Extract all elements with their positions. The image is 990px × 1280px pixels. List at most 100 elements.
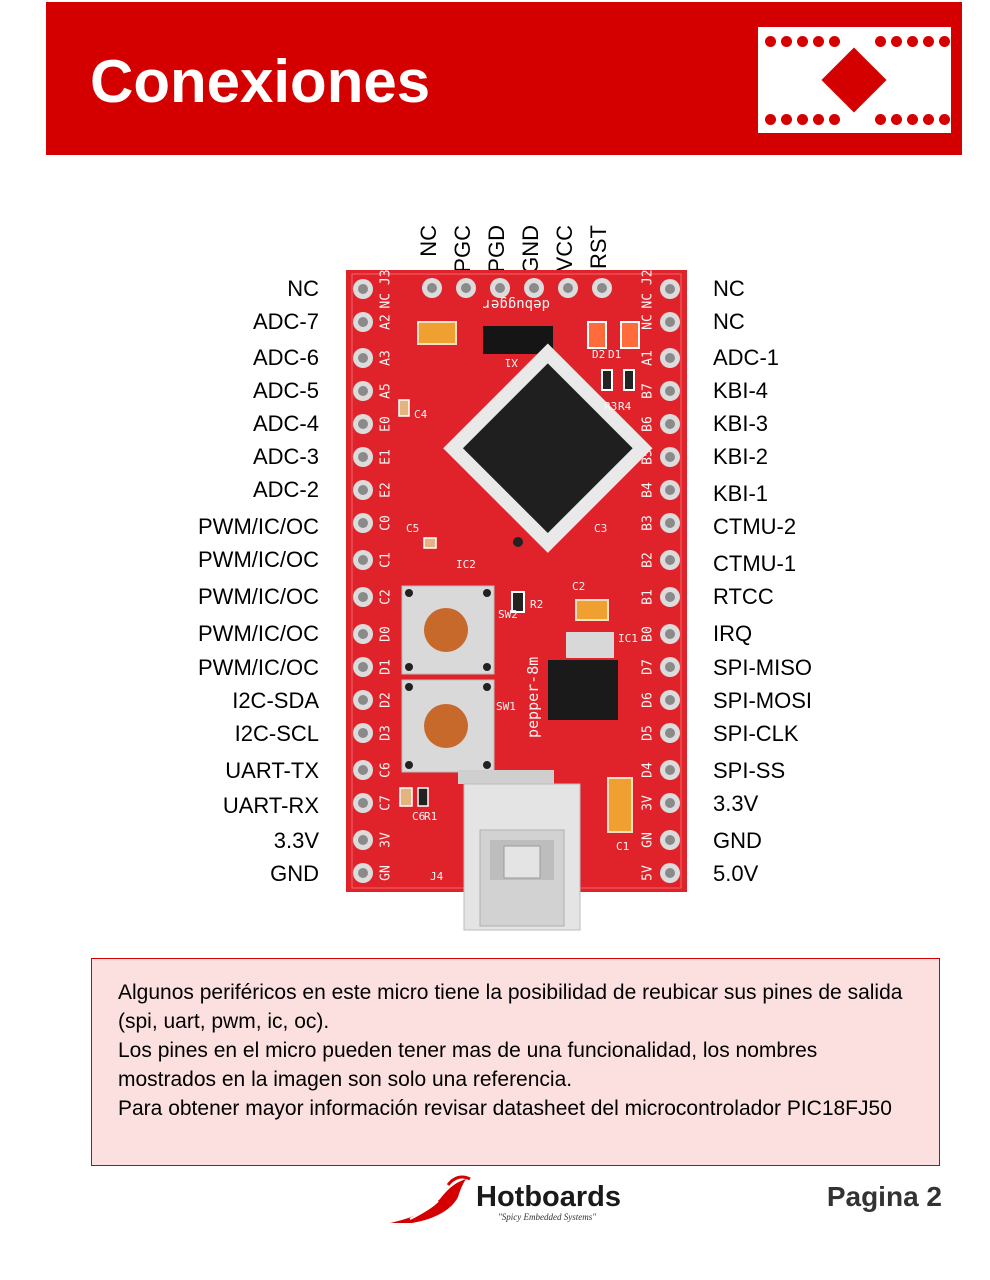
tantalum-capacitor [607, 777, 633, 833]
left-pin-label: UART-RX [222, 793, 319, 818]
silk-pin-label: E1 [379, 449, 394, 465]
header-hole-center [563, 283, 573, 293]
left-pin-label: ADC-6 [252, 345, 319, 370]
top-pin-label: PGD [484, 225, 509, 273]
svg-text:R4: R4 [618, 400, 632, 413]
left-pin-label: NC [287, 276, 319, 301]
right-pin-label: IRQ [713, 621, 753, 646]
left-pin-label: GND [270, 861, 319, 886]
header-hole-center [495, 283, 505, 293]
silk-pin-label: 5V [641, 865, 656, 881]
film-logo [758, 27, 951, 133]
top-header-holes [422, 278, 612, 298]
left-pin-label: PWM/IC/OC [198, 621, 319, 646]
header-hole-center [358, 798, 368, 808]
right-pin-label: NC [713, 309, 745, 334]
silk-pin-label: D1 [379, 659, 394, 675]
capacitor [417, 321, 457, 345]
right-header-holes [660, 279, 680, 883]
header-hole-center [665, 835, 675, 845]
svg-text:D1: D1 [608, 348, 621, 361]
header-hole-center [665, 386, 675, 396]
silk-pin-label: C0 [379, 515, 394, 531]
top-pin-label: RST [586, 225, 611, 269]
silk-pin-label: D3 [379, 725, 394, 741]
mini-usb-connector [458, 770, 581, 931]
right-pin-label: NC [713, 276, 745, 301]
silk-pin-label: B3 [641, 515, 656, 531]
left-pin-label: PWM/IC/OC [198, 584, 319, 609]
header-hole-center [358, 419, 368, 429]
header-hole-center [597, 283, 607, 293]
header-hole-center [665, 518, 675, 528]
right-pin-label: KBI-4 [713, 378, 769, 403]
info-note: Algunos periféricos en este micro tiene … [91, 958, 940, 1166]
regulator-tab [566, 632, 614, 658]
right-pin-label: KBI-1 [713, 481, 769, 506]
right-pin-label: 3.3V [713, 791, 759, 816]
header-hole-center [665, 868, 675, 878]
svg-text:C4: C4 [414, 408, 428, 421]
silk-pin-label: D5 [641, 725, 656, 741]
silk-pin-label: NC J3 [379, 270, 394, 309]
right-pin-label: CTMU-1 [713, 551, 797, 576]
silk-pin-label: B1 [641, 589, 656, 605]
silk-pin-label: NC [641, 314, 656, 330]
header-hole-center [529, 283, 539, 293]
silk-pin-label: A3 [379, 350, 394, 366]
top-pin-label: VCC [552, 225, 577, 272]
silk-pin-label: C2 [379, 589, 394, 605]
pepper-8m-board-illustration: NC J3A2A3A5E0E1E2C0C1C2D0D1D2D3C6C73VGN … [346, 270, 687, 931]
left-pin-label: 3.3V [273, 828, 319, 853]
header-hole-center [665, 728, 675, 738]
header-hole-center [358, 728, 368, 738]
header-hole-center [665, 485, 675, 495]
page-number: Pagina 2 [826, 1181, 942, 1212]
silk-pin-label: A5 [379, 383, 394, 399]
silk-pin-label: D4 [641, 762, 656, 778]
left-pin-label: I2C-SDA [232, 688, 319, 713]
header-hole-center [665, 353, 675, 363]
led-d1 [620, 321, 640, 349]
silk-pin-label: B6 [641, 416, 656, 432]
header-hole-center [665, 798, 675, 808]
left-pin-label: I2C-SCL [234, 721, 319, 746]
silk-pin-label: D2 [379, 692, 394, 708]
right-pin-label: 5.0V [713, 861, 759, 886]
voltage-regulator [548, 660, 618, 720]
svg-text:C2: C2 [572, 580, 585, 593]
right-pin-label: KBI-3 [713, 411, 769, 436]
svg-text:J4: J4 [430, 870, 444, 883]
page-title: Conexiones [90, 48, 431, 115]
silk-pin-label: E0 [379, 416, 394, 432]
header-hole-center [461, 283, 471, 293]
header-hole-center [358, 284, 368, 294]
header-hole-center [358, 662, 368, 672]
left-pin-label: PWM/IC/OC [198, 547, 319, 572]
led-d2 [587, 321, 607, 349]
right-pin-label: SPI-CLK [713, 721, 799, 746]
right-pin-label: ADC-1 [713, 345, 780, 370]
header-hole-center [358, 765, 368, 775]
silk-pin-label: D6 [641, 692, 656, 708]
header-hole-center [427, 283, 437, 293]
header-hole-center [358, 452, 368, 462]
left-header-holes [353, 279, 373, 883]
svg-text:C5: C5 [406, 522, 419, 535]
svg-text:C3: C3 [594, 522, 607, 535]
svg-text:R3: R3 [604, 400, 617, 413]
left-pin-label: ADC-7 [252, 309, 319, 334]
left-pin-label: PWM/IC/OC [198, 514, 319, 539]
left-pin-label: ADC-3 [252, 444, 319, 469]
silk-pin-label: A2 [379, 314, 394, 330]
left-pin-label: ADC-5 [252, 378, 319, 403]
brand-tagline: "Spicy Embedded Systems" [498, 1212, 597, 1222]
top-pin-label: PGC [450, 225, 475, 273]
header-hole-center [358, 353, 368, 363]
silk-pin-label: B7 [641, 383, 656, 399]
header-hole-center [665, 419, 675, 429]
header-hole-center [358, 629, 368, 639]
left-pin-label: ADC-4 [252, 411, 319, 436]
